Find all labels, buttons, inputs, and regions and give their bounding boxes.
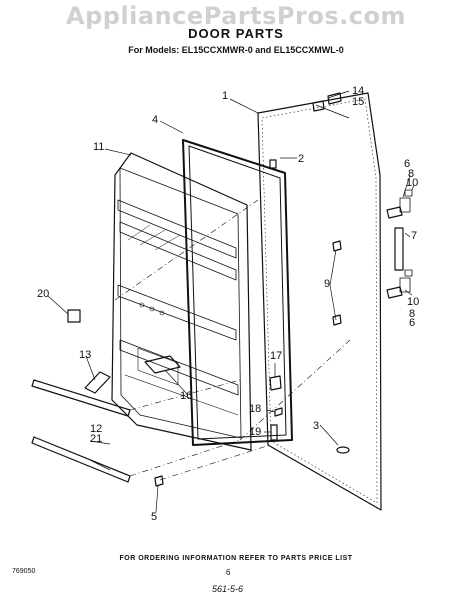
- foot-part: [336, 446, 350, 454]
- top-brackets: [312, 92, 342, 112]
- screw-19: [270, 424, 278, 441]
- callout-16: 16: [180, 390, 193, 402]
- callout-11: 11: [93, 141, 105, 153]
- callout-14: 14: [352, 85, 365, 97]
- inner-door-liner: [111, 152, 252, 451]
- ordering-note: FOR ORDERING INFORMATION REFER TO PARTS …: [119, 555, 353, 562]
- callout-10-lower: 10: [407, 296, 420, 308]
- callout-4: 4: [152, 114, 159, 126]
- models-subtitle: For Models: EL15CCXMWR-0 and EL15CCXMWL-…: [128, 45, 344, 55]
- callout-10-upper: 10: [406, 177, 419, 189]
- callout-20: 20: [37, 288, 50, 300]
- callout-6-upper: 6: [404, 158, 411, 170]
- callout-1: 1: [222, 90, 229, 102]
- plug-part: [154, 475, 164, 487]
- callout-8-lower: 8: [409, 308, 416, 320]
- callout-9: 9: [324, 278, 331, 290]
- callout-7: 7: [411, 230, 418, 242]
- label-part: [67, 309, 81, 323]
- callout-13: 13: [79, 349, 92, 361]
- alignment-lines: [114, 199, 351, 481]
- callout-19: 19: [249, 426, 262, 438]
- callout-5: 5: [151, 511, 158, 523]
- callout-18: 18: [249, 403, 262, 415]
- upper-hinge-assembly: [386, 189, 413, 219]
- screw-part: [269, 159, 277, 169]
- diagram-title: DOOR PARTS: [188, 26, 284, 41]
- hinge-pins: [332, 240, 342, 326]
- callout-8-upper: 8: [408, 168, 415, 180]
- shelf-retainer-bars: [31, 379, 131, 483]
- butter-door: [144, 355, 181, 374]
- callout-3: 3: [313, 420, 320, 432]
- document-number: 769050: [12, 568, 36, 575]
- page-code: 561-5-6: [212, 584, 244, 594]
- callout-6-lower: 6: [409, 317, 416, 329]
- leader-lines: [47, 90, 415, 513]
- callout-21: 21: [90, 433, 103, 445]
- door-stop: [269, 375, 282, 391]
- door-gasket: [182, 139, 293, 446]
- page-number: 6: [226, 568, 231, 577]
- watermark: AppliancePartsPros.com: [66, 2, 406, 30]
- callout-17: 17: [270, 350, 283, 362]
- door-bin: [84, 371, 111, 394]
- outer-door-panel: [257, 92, 382, 511]
- lower-hinge-assembly: [386, 269, 413, 299]
- callout-2: 2: [298, 153, 305, 165]
- door-handle: [394, 227, 404, 271]
- callout-12: 12: [90, 423, 103, 435]
- clip-18: [274, 407, 283, 417]
- callout-15: 15: [352, 96, 365, 108]
